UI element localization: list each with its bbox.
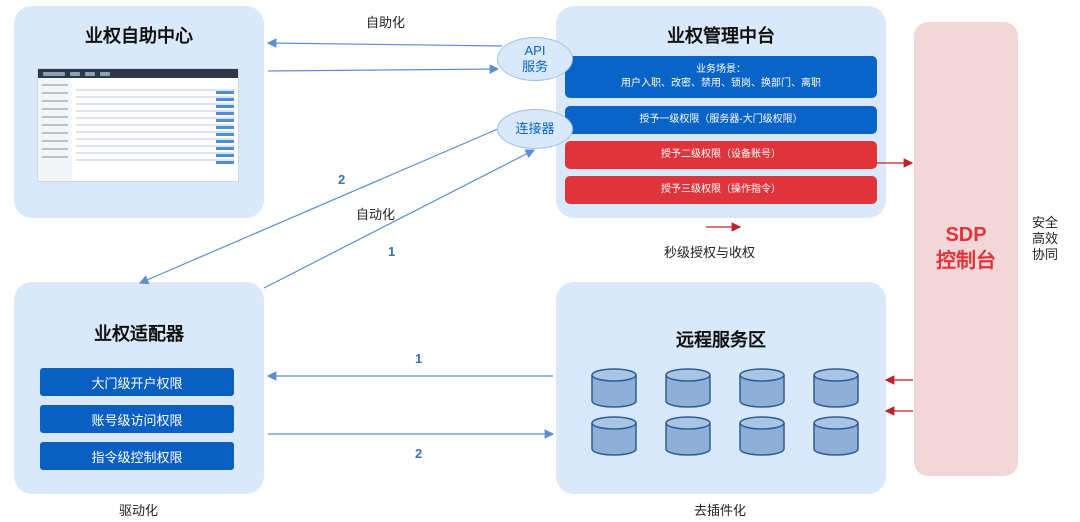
self-service-label: 自助化 bbox=[366, 15, 406, 30]
sdp-subtitle: 控制台 bbox=[936, 250, 996, 272]
flow-number-1: 1 bbox=[388, 244, 396, 259]
automation-label: 自动化 bbox=[356, 207, 396, 222]
remote-title: 远程服务区 bbox=[676, 330, 766, 350]
server-icon bbox=[665, 416, 711, 456]
grant-level1-bar: 授予一级权限（服务器-大门级权限） bbox=[565, 106, 877, 134]
server-icon bbox=[739, 368, 785, 408]
driver-caption: 驱动化 bbox=[119, 503, 159, 518]
server-icon bbox=[813, 416, 859, 456]
server-icon bbox=[665, 368, 711, 408]
adapter-item-command: 指令级控制权限 bbox=[40, 442, 234, 470]
server-icon bbox=[591, 416, 637, 456]
self-service-screenshot bbox=[37, 68, 239, 182]
self-service-title: 业权自助中心 bbox=[85, 26, 193, 46]
scenario-title: 业务场景： bbox=[696, 64, 746, 75]
adapter-title: 业权适配器 bbox=[94, 324, 184, 344]
api-service-oval: API 服务 bbox=[497, 37, 573, 81]
flow-number-1-bottom: 1 bbox=[415, 351, 423, 366]
seconds-grant-caption: 秒级授权与收权 bbox=[664, 245, 756, 260]
server-icon bbox=[591, 368, 637, 408]
grant-level2-bar: 授予二级权限（设备账号） bbox=[565, 141, 877, 169]
grant-level3-bar: 授予三级权限（操作指令） bbox=[565, 176, 877, 204]
flow-number-2: 2 bbox=[338, 172, 346, 187]
server-icon bbox=[813, 368, 859, 408]
adapter-item-account: 账号级访问权限 bbox=[40, 405, 234, 433]
scenario-text: 用户入职、改密、禁用、锁岗、换部门、离职 bbox=[621, 78, 821, 89]
management-title: 业权管理中台 bbox=[667, 26, 775, 46]
server-icon bbox=[739, 416, 785, 456]
sdp-title: SDP bbox=[945, 224, 987, 246]
flow-number-2-bottom: 2 bbox=[415, 446, 423, 461]
sdp-console-panel: SDP 控制台 bbox=[914, 22, 1018, 476]
business-scenario-bar: 业务场景： 用户入职、改密、禁用、锁岗、换部门、离职 bbox=[565, 56, 877, 98]
connector-oval: 连接器 bbox=[497, 109, 573, 149]
sdp-side-text: 安全 高效 协同 bbox=[1032, 215, 1059, 262]
adapter-item-gate: 大门级开户权限 bbox=[40, 368, 234, 396]
plugin-free-caption: 去插件化 bbox=[694, 503, 747, 518]
